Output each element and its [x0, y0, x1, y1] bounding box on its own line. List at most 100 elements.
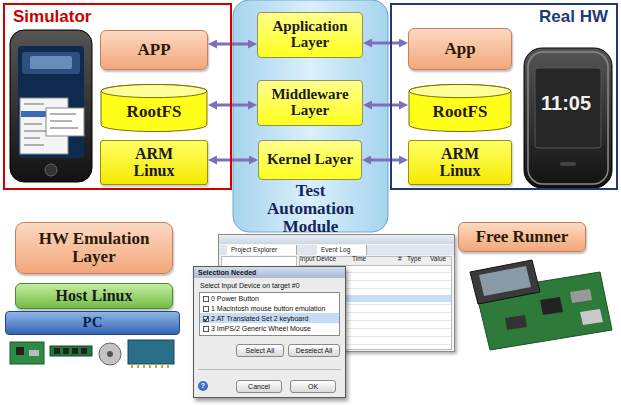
check-mark	[203, 316, 209, 322]
label-text: ARM Linux	[430, 146, 490, 180]
checkbox	[203, 316, 209, 322]
bidirectional-arrow	[370, 42, 401, 45]
text-slot: Event Log	[321, 246, 350, 254]
label-text: Project Explorer	[231, 246, 277, 254]
bidirectional-arrow	[215, 104, 250, 107]
phone-body	[524, 48, 612, 188]
label-slot: Type	[407, 255, 421, 263]
label-text: APP	[137, 41, 170, 59]
text-slot: 0 Power Button	[211, 294, 259, 304]
label-text: Select Input Device on target #0	[200, 281, 300, 291]
pc-hardware-images	[10, 340, 174, 368]
test-automation-column: Test Automation ModuleApplication LayerM…	[233, 0, 388, 232]
text-slot: Selection Needed	[198, 268, 256, 278]
checkbox	[203, 296, 209, 302]
text-stack: Deselect All	[289, 345, 339, 356]
check-stroke	[204, 317, 208, 321]
text-stack: PC	[6, 312, 179, 334]
mainboard	[10, 342, 44, 364]
phone-button	[45, 164, 57, 176]
menu-lines	[24, 104, 46, 145]
column-header: Time	[352, 255, 366, 263]
phone-device	[470, 260, 540, 304]
submenu-lines	[50, 114, 78, 128]
label-text: Select All	[246, 346, 275, 355]
phone-slot	[560, 162, 576, 166]
phone-screen	[535, 68, 601, 148]
text-stack: ARM Linux	[101, 141, 207, 184]
label-text: Test Automation Module	[255, 182, 367, 236]
selection-dialog: Selection NeededSelect Input Device on t…	[193, 266, 346, 398]
text-stack: ARM Linux	[409, 141, 511, 184]
cylinder-body	[101, 84, 207, 131]
layer-box: Application Layer	[257, 12, 363, 58]
cylinder-top	[409, 84, 511, 97]
dialog-button: Select All	[236, 344, 284, 357]
simulator-region: SimulatorAPP RootFS ARM Linux	[3, 3, 232, 190]
real-phone-photo	[524, 48, 612, 188]
board-chip	[540, 297, 563, 315]
label-text: Deselect All	[296, 346, 333, 355]
simulator-phone-image	[10, 30, 92, 182]
clock-panel	[22, 52, 80, 74]
rootfs-cylinder: RootFS	[100, 84, 208, 132]
free-runner-box: Free Runner	[458, 222, 586, 252]
text-stack: Application Layer	[258, 13, 362, 57]
bidirectional-arrow	[215, 159, 251, 162]
title-slot: Simulator	[13, 7, 91, 27]
text-slot: 3 ImPS/2 Generic Wheel Mouse	[211, 324, 311, 334]
label-text: Selection Needed	[198, 268, 256, 278]
bidirectional-arrow	[215, 43, 250, 46]
text-stack: Select All	[237, 345, 283, 356]
card-pins	[132, 364, 168, 368]
text-stack: Free Runner	[459, 223, 585, 251]
label-slot: Value	[430, 255, 446, 263]
phone-body	[10, 30, 92, 182]
label-text: Free Runner	[476, 228, 569, 246]
text-stack: RootFS	[100, 92, 208, 132]
text-stack: APP	[101, 31, 207, 69]
bidirectional-arrow	[370, 104, 401, 107]
column-header: Value	[430, 255, 446, 263]
memory-stick	[50, 346, 92, 356]
label-slot: 11:05	[541, 93, 591, 113]
label-text: Middleware Layer	[262, 87, 358, 119]
column-header: #	[398, 255, 402, 263]
label-text: Real HW	[539, 7, 608, 27]
dialog-button: Deselect All	[288, 344, 340, 357]
label-text: 1 Macintosh mouse button emulation	[211, 304, 325, 314]
freerunner-board-photo	[470, 260, 612, 350]
text-stack: RootFS	[408, 92, 512, 132]
column-header: Type	[407, 255, 421, 263]
label-text: 2 AT Translated Set 2 keyboard	[211, 314, 308, 324]
label-text: HW Emulation Layer	[29, 230, 159, 266]
label-text: ARM Linux	[124, 146, 184, 180]
phone-screen	[18, 46, 84, 158]
submenu-panel	[46, 108, 84, 136]
dialog-button: OK	[290, 380, 336, 393]
board-connector	[580, 309, 603, 325]
label-text: RootFS	[433, 103, 488, 121]
label-text: 3 ImPS/2 Generic Wheel Mouse	[211, 324, 311, 334]
layer-box: Kernel Layer	[258, 140, 362, 180]
checkbox	[203, 306, 209, 312]
text-slot: Project Explorer	[231, 246, 277, 254]
phone-device-screen	[479, 266, 531, 296]
text-stack: HW Emulation Layer	[16, 223, 172, 273]
label-slot: Time	[352, 255, 366, 263]
cylinder-top	[101, 84, 207, 97]
arm-linux-box: ARM Linux	[408, 140, 512, 185]
label-text: Kernel Layer	[267, 152, 353, 168]
disk	[99, 343, 121, 365]
label-text: Host Linux	[56, 288, 133, 305]
text-stack: Test Automation Module	[233, 182, 388, 236]
help-icon: ?	[198, 381, 208, 391]
text-slot: 2 AT Translated Set 2 keyboard	[211, 314, 308, 324]
clock-reading: 11:05	[541, 93, 591, 113]
phone-rim	[528, 52, 608, 184]
label-text: App	[444, 40, 475, 58]
clock-digits	[30, 56, 72, 69]
text-stack: Middleware Layer	[258, 81, 362, 125]
title-slot: Real HW	[539, 7, 608, 27]
